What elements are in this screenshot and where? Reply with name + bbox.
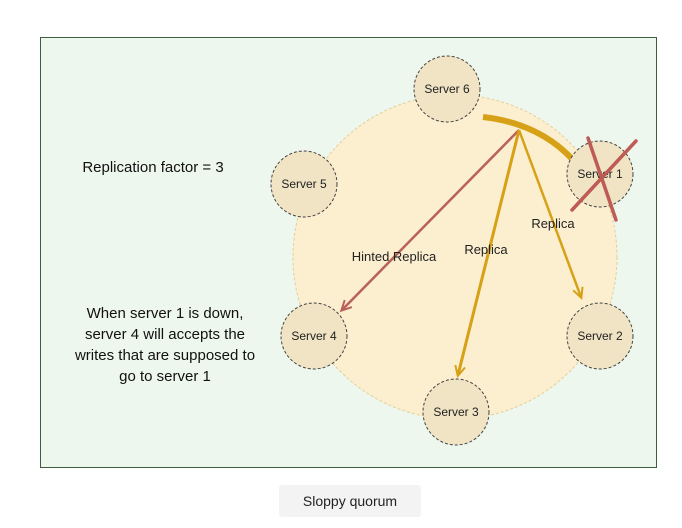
hash-ring <box>292 94 618 420</box>
description-line-3: writes that are supposed to <box>74 347 255 364</box>
replication-factor-note: Replication factor = 3 <box>82 159 223 176</box>
server-3-label: Server 3 <box>433 405 479 419</box>
server-2-label: Server 2 <box>577 329 623 343</box>
hinted-replica-arrow <box>339 129 520 313</box>
description-line-4: go to server 1 <box>119 368 211 385</box>
replica-arrow-server-3 <box>454 129 521 379</box>
server-1-down-cross-icon <box>570 136 638 222</box>
server-5-label: Server 5 <box>281 177 327 191</box>
figure-caption: Sloppy quorum <box>279 485 421 517</box>
server-2-node: Server 2 <box>566 302 634 370</box>
server-3-node: Server 3 <box>422 378 490 446</box>
server-4-label: Server 4 <box>291 329 337 343</box>
server-6-label: Server 6 <box>424 82 470 96</box>
server-5-node: Server 5 <box>270 150 338 218</box>
server-4-node: Server 4 <box>280 302 348 370</box>
description-line-1: When server 1 is down, <box>87 305 244 322</box>
replica-label-server-2: Replica <box>531 216 575 231</box>
hinted-replica-label: Hinted Replica <box>352 249 437 264</box>
replica-arrow-server-2 <box>517 129 584 301</box>
description-line-2: server 4 will accepts the <box>85 326 245 343</box>
replica-label-server-3: Replica <box>464 242 508 257</box>
server-6-node: Server 6 <box>413 55 481 123</box>
